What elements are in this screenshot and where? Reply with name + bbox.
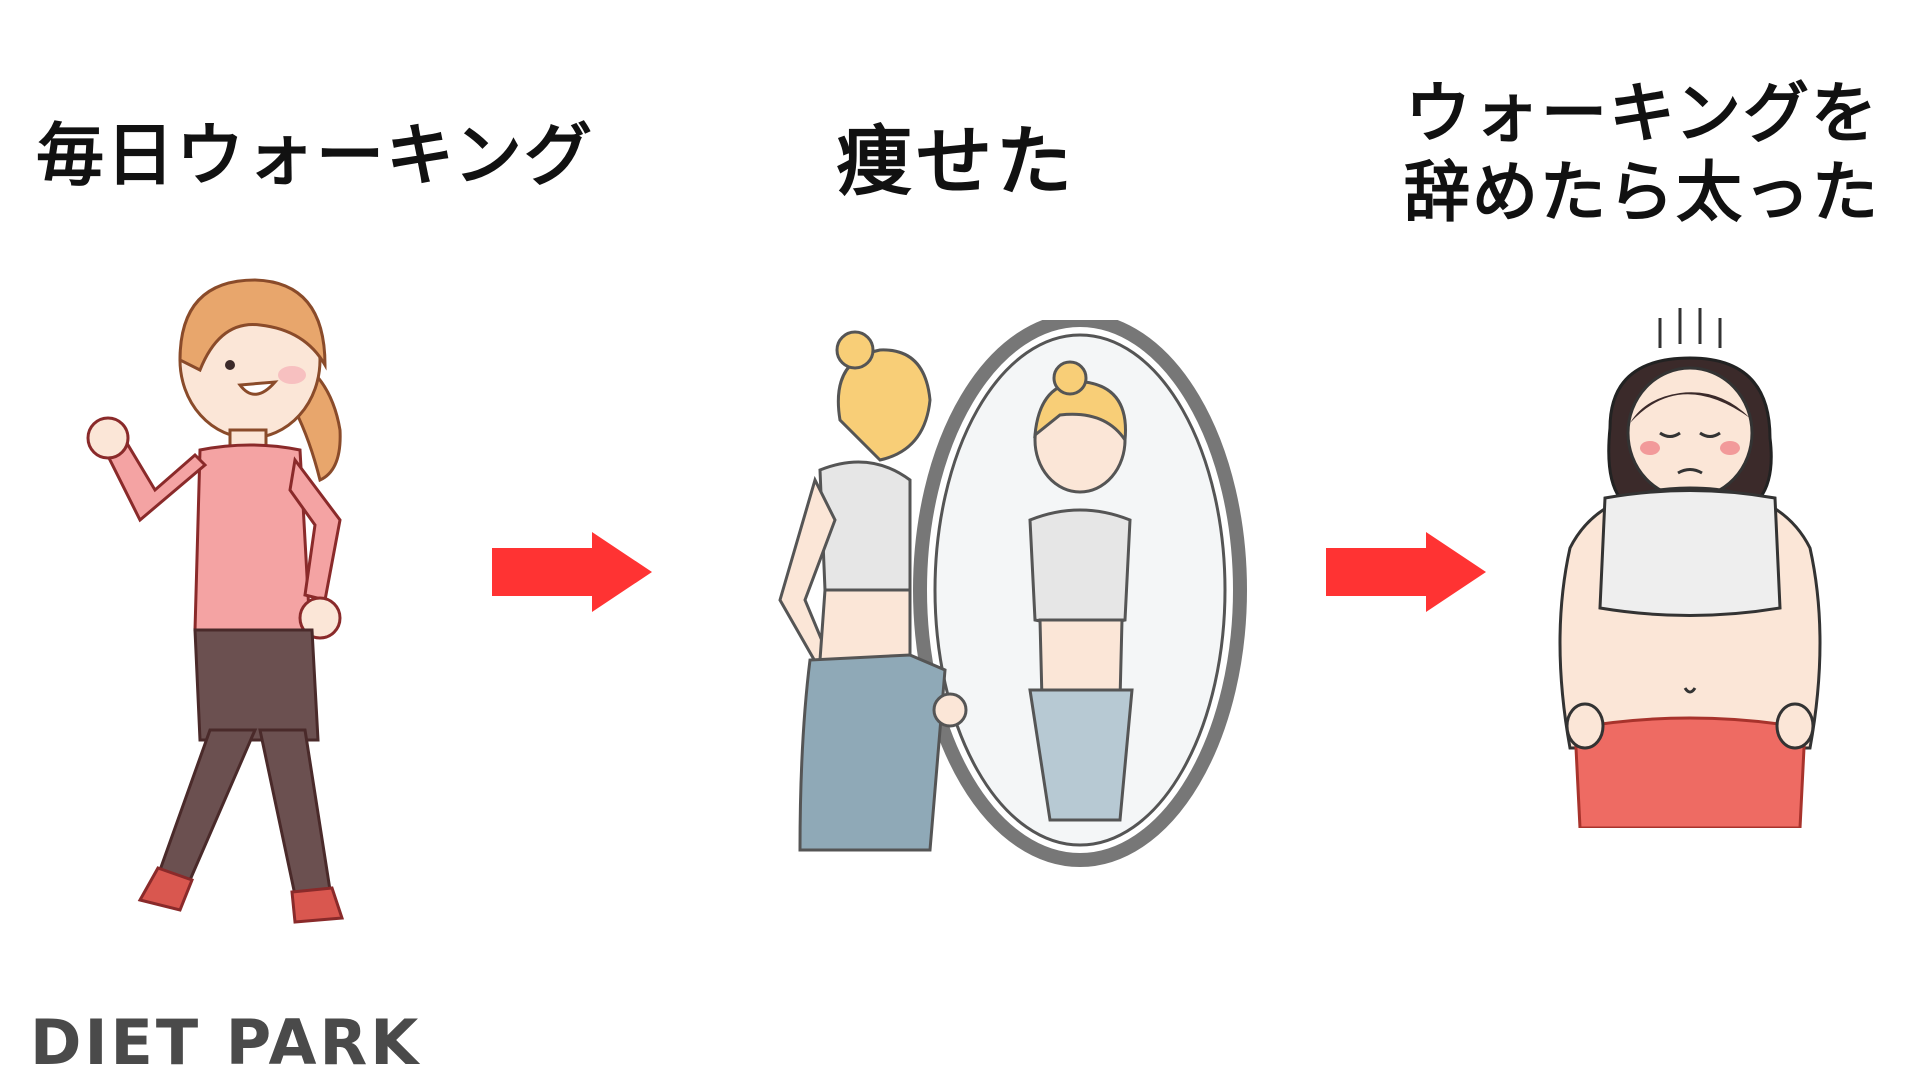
walking-woman-illustration bbox=[86, 278, 345, 924]
step-1-caption: 毎日ウォーキング bbox=[36, 117, 594, 196]
right-arrow-icon bbox=[492, 532, 652, 612]
step-3-caption-line-2: 辞めたら太った bbox=[1404, 154, 1880, 232]
right-arrow-icon bbox=[1326, 532, 1486, 612]
mirror-slim-woman-illustration bbox=[778, 320, 1247, 867]
brand-logo-text: DIET PARK bbox=[30, 1006, 422, 1079]
step-3-caption: ウォーキングを 辞めたら太った bbox=[1404, 74, 1880, 232]
heavy-woman-illustration bbox=[1558, 308, 1822, 828]
step-2-caption: 痩せた bbox=[836, 117, 1076, 206]
step-3-caption-line-1: ウォーキングを bbox=[1404, 75, 1880, 152]
